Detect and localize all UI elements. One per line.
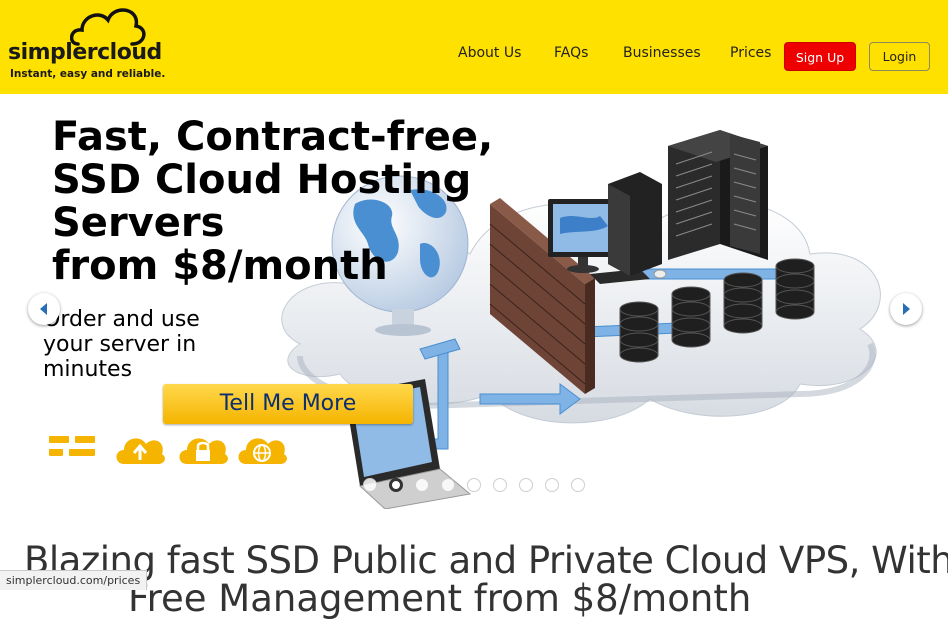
hero-title: Fast, Contract-free, SSD Cloud Hosting S…: [52, 116, 493, 288]
hero-subtitle-line: minutes: [43, 357, 133, 382]
chevron-right-icon: [903, 303, 910, 315]
cloud-globe-icon: [238, 438, 287, 464]
signup-button[interactable]: Sign Up: [784, 42, 856, 71]
hero-title-line: Fast, Contract-free,: [52, 114, 494, 160]
carousel-dot[interactable]: [493, 478, 507, 492]
nav-businesses[interactable]: Businesses: [623, 45, 701, 61]
brand-tagline: Instant, easy and reliable.: [10, 68, 166, 80]
hero-title-line: Servers: [52, 200, 225, 246]
carousel-dot[interactable]: [415, 478, 429, 492]
hero-title-line: from $8/month: [52, 243, 388, 289]
site-header: simplercloud Instant, easy and reliable.…: [0, 0, 948, 94]
globe-graphic: [331, 175, 469, 336]
main-headline-line2: Free Management from $8/month: [128, 577, 752, 620]
server-racks: [668, 130, 768, 260]
chevron-left-icon: [40, 303, 47, 315]
carousel-dot-active[interactable]: [389, 478, 403, 492]
carousel-dot[interactable]: [571, 478, 585, 492]
firewall-wall: [489, 198, 595, 394]
cloud-lock-icon: [179, 438, 228, 464]
carousel-dot[interactable]: [467, 478, 481, 492]
status-bar-url: simplercloud.com/prices: [0, 570, 148, 590]
hero-carousel: Fast, Contract-free, SSD Cloud Hosting S…: [0, 94, 948, 509]
main-headline: Blazing fast SSD Public and Private Clou…: [24, 539, 948, 582]
hero-title-line: SSD Cloud Hosting: [52, 157, 472, 203]
hero-subtitle-line: your server in: [43, 332, 197, 357]
nav-prices[interactable]: Prices: [730, 45, 772, 61]
brand-name: simplercloud: [8, 40, 162, 65]
carousel-dot[interactable]: [545, 478, 559, 492]
hero-subtitle: Order and use your server in minutes: [43, 307, 200, 382]
nav-faqs[interactable]: FAQs: [554, 45, 589, 61]
site-logo[interactable]: simplercloud Instant, easy and reliable.: [8, 6, 178, 86]
carousel-next-button[interactable]: [890, 293, 922, 325]
nav-about-us[interactable]: About Us: [458, 45, 522, 61]
logo-cloud-icon: [70, 8, 146, 46]
carousel-dot[interactable]: [441, 478, 455, 492]
hero-subtitle-line: Order and use: [43, 307, 200, 332]
carousel-dot[interactable]: [519, 478, 533, 492]
login-button[interactable]: Login: [869, 42, 930, 71]
server-icon: [49, 436, 95, 456]
tell-me-more-button[interactable]: Tell Me More: [163, 384, 413, 424]
database-stacks: [619, 258, 815, 363]
cloud-upload-icon: [116, 438, 165, 464]
cloud-network-illustration: [281, 130, 881, 509]
carousel-dot[interactable]: [363, 478, 377, 492]
desktop-computer: [548, 172, 667, 284]
carousel-prev-button[interactable]: [28, 293, 60, 325]
